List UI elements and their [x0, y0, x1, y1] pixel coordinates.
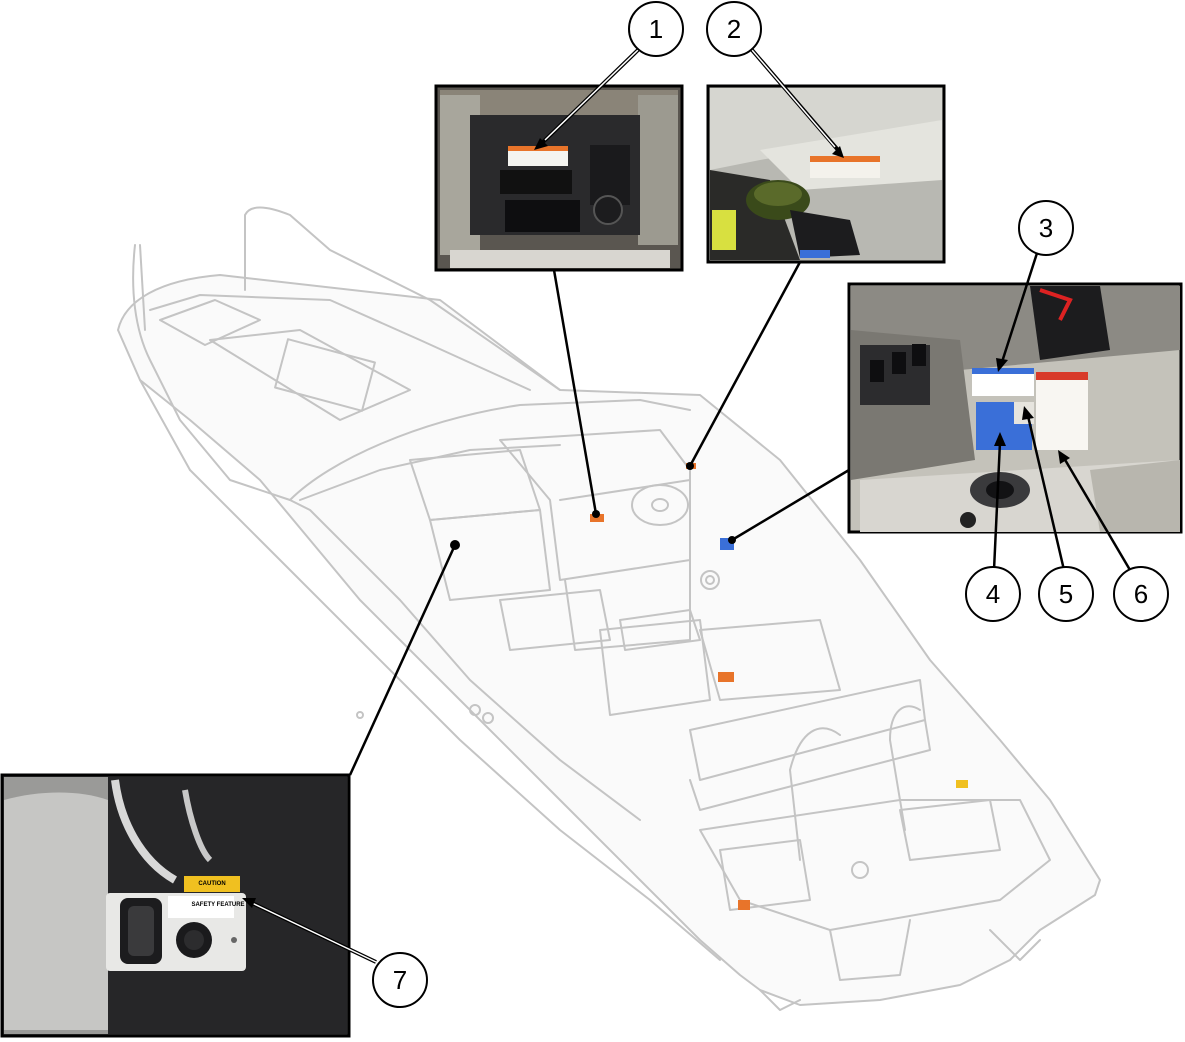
caution-label-text: CAUTION — [198, 881, 225, 887]
photo6-label-safety — [1036, 372, 1088, 450]
photo-inset-1 — [434, 84, 684, 272]
photo-inset-3-6 — [847, 282, 1183, 534]
callout-7-number: 7 — [393, 965, 407, 995]
photo-inset-2 — [706, 84, 946, 264]
sticker-cockpit — [718, 672, 734, 682]
photo-inset-7: CAUTION SAFETY FEATURE — [0, 773, 351, 1038]
callout-5: 5 — [1038, 566, 1094, 622]
callout-1: 1 — [628, 1, 684, 57]
callout-6-number: 6 — [1134, 579, 1148, 609]
callout-7: 7 — [372, 952, 428, 1008]
callout-6: 6 — [1113, 566, 1169, 622]
callout-4: 4 — [965, 566, 1021, 622]
leader-lines — [242, 48, 1132, 964]
callout-2-number: 2 — [727, 14, 741, 44]
callout-2: 2 — [706, 1, 762, 57]
safety-feature-label-text: SAFETY FEATURE — [191, 902, 244, 908]
sticker-transom — [738, 900, 750, 910]
callout-3-number: 3 — [1039, 213, 1053, 243]
callout-4-number: 4 — [986, 579, 1000, 609]
callout-1-number: 1 — [649, 14, 663, 44]
callout-5-number: 5 — [1059, 579, 1073, 609]
photo7-caution-label — [184, 876, 240, 892]
sticker-console — [590, 514, 604, 522]
boat-outline-drawing — [117, 206, 1101, 1011]
callout-3: 3 — [1018, 200, 1074, 256]
sticker-aft — [956, 780, 968, 788]
